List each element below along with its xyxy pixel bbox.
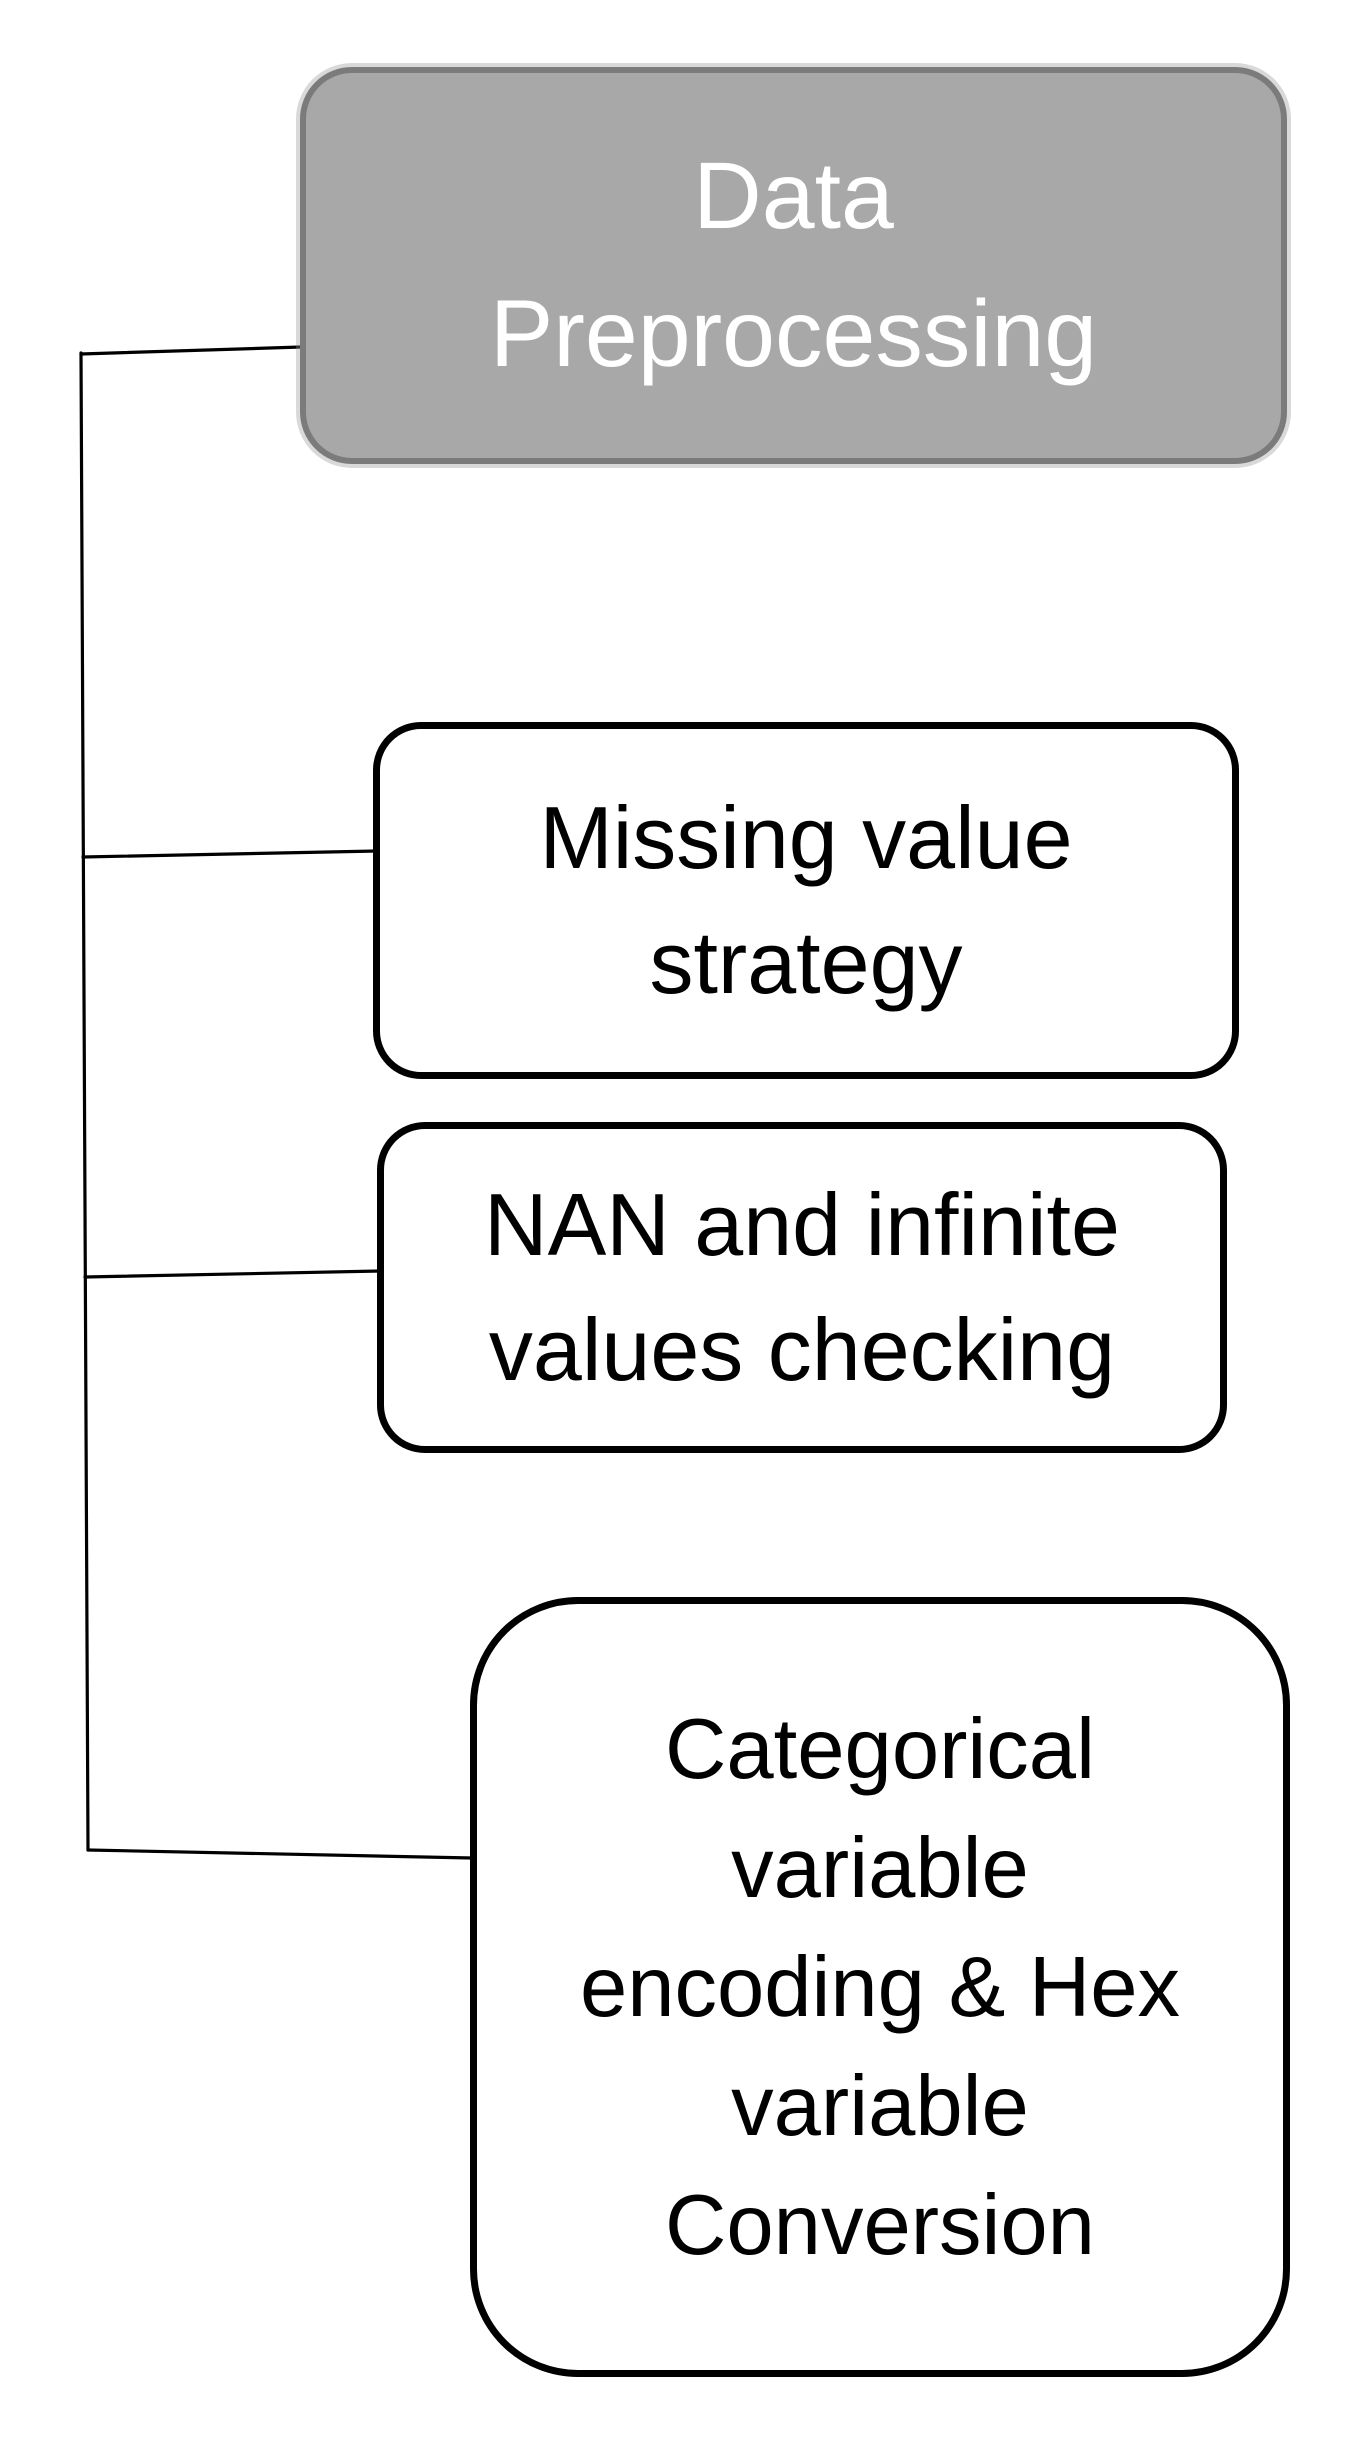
node-missing-value-strategy-line: strategy [649, 912, 963, 1012]
node-missing-value-strategy-line: Missing value [539, 787, 1073, 887]
connector-spine [79, 351, 90, 1852]
node-nan-infinite-checking-line: values checking [488, 1299, 1116, 1399]
node-categorical-encoding-line: Categorical [665, 1701, 1095, 1797]
connector-to-missing-value [81, 849, 379, 859]
node-data-preprocessing: Data Preprocessing [300, 67, 1287, 464]
connector-to-root [79, 345, 303, 356]
node-categorical-encoding-line: Conversion [665, 2177, 1095, 2273]
node-nan-infinite-checking: NAN and infinite values checking [377, 1122, 1227, 1453]
node-nan-infinite-checking-line: NAN and infinite [484, 1174, 1120, 1274]
node-categorical-encoding-line: variable [731, 2058, 1029, 2154]
node-data-preprocessing-line: Preprocessing [489, 280, 1098, 387]
node-categorical-encoding-line: variable [731, 1820, 1029, 1916]
node-data-preprocessing-line: Data [693, 142, 894, 249]
node-missing-value-strategy: Missing value strategy [373, 722, 1239, 1079]
node-categorical-encoding-line: encoding & Hex [579, 1939, 1181, 2035]
connector-to-nan-checking [83, 1269, 382, 1279]
node-categorical-encoding: Categorical variable encoding & Hex vari… [470, 1597, 1290, 2377]
connector-to-categorical [86, 1848, 474, 1860]
